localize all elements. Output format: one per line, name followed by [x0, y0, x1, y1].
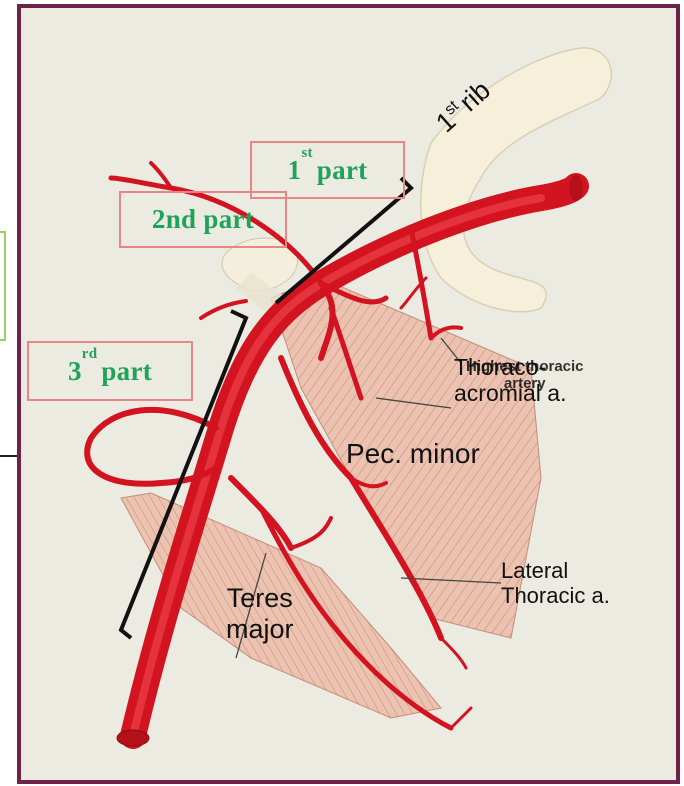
label-lateral-thoracic: Lateral Thoracic a. [501, 558, 610, 609]
label-highest-thoracic: Highest thoracic artery [466, 358, 584, 393]
label-pec-minor: Pec. minor [346, 438, 480, 470]
label-second-part: 2nd part [119, 191, 287, 248]
label-teres-major: Teres major [226, 583, 294, 645]
left-edge-bracket [0, 231, 6, 341]
